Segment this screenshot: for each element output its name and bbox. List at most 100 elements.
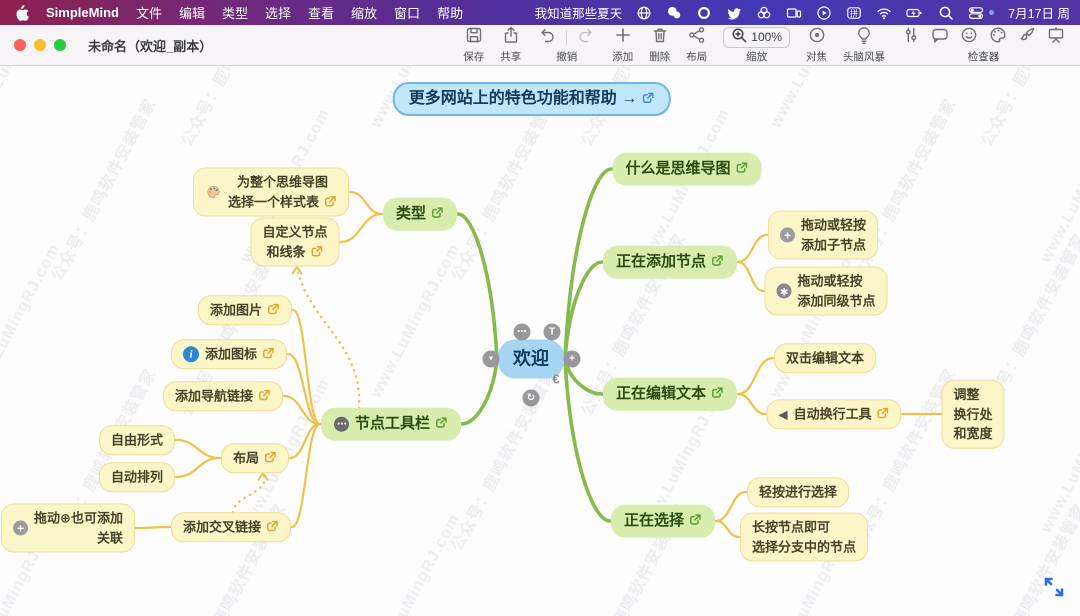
toolbar-save-button[interactable]: 保存 — [463, 27, 484, 64]
watermark-text: www.LuMingRJ.com — [1037, 105, 1080, 266]
divider — [566, 29, 568, 45]
node-customize[interactable]: 自定义节点 和线条 — [250, 217, 340, 267]
menu-item-5[interactable]: 缩放 — [351, 6, 378, 21]
close-window-button[interactable] — [14, 39, 26, 51]
watermark-text: 公众号：鹿鸣软件安装管家 — [448, 96, 560, 285]
node-adding[interactable]: 正在添加节点 — [602, 245, 738, 279]
mindmap-canvas[interactable]: www.LuMingRJ.com 公众号：鹿鸣软件安装管家 www.LuMingRJ… — [0, 27, 1080, 616]
node-addimage[interactable]: 添加图片 — [197, 295, 293, 325]
toolbar-add-button[interactable]: 添加 — [612, 27, 633, 64]
node-longpress[interactable]: 长按节点即可 选择分支中的节点 — [739, 512, 869, 562]
node-label: 为整个思维导图 选择一个样式表 — [228, 173, 337, 212]
wechat-icon[interactable] — [666, 5, 682, 21]
plus-circle-icon: + — [13, 520, 29, 536]
undo-icon[interactable] — [537, 25, 557, 50]
presentation-icon[interactable] — [1046, 25, 1066, 50]
node-dragplus[interactable]: +拖动⊕也可添加 关联 — [1, 503, 135, 553]
collapse-button[interactable]: ▼ — [482, 350, 500, 368]
redo-icon[interactable] — [576, 25, 596, 50]
menu-item-4[interactable]: 查看 — [308, 6, 335, 21]
node-autoarrange[interactable]: 自动排列 — [98, 462, 176, 492]
menu-item-3[interactable]: 选择 — [265, 6, 292, 21]
node-selecting[interactable]: 正在选择 — [610, 504, 716, 538]
sidecar-icon[interactable] — [786, 5, 802, 21]
zoom-level-control[interactable]: 100% — [723, 26, 790, 48]
smiley-icon[interactable] — [959, 25, 979, 50]
node-layoutnode[interactable]: 布局 — [220, 443, 290, 473]
info-circle-icon: i — [182, 346, 199, 362]
node-label: 正在添加节点 — [616, 251, 724, 274]
brush-icon[interactable] — [1017, 25, 1037, 50]
toolbar-label: 保存 — [463, 50, 485, 63]
control-center-icon[interactable] — [968, 5, 984, 21]
menu-bar-clock[interactable]: 7月17日 周 — [1008, 7, 1070, 21]
node-morehelp[interactable]: 更多网站上的特色功能和帮助 → — [392, 82, 672, 116]
expand-arrows-icon[interactable] — [1038, 571, 1070, 608]
save-icon — [464, 25, 484, 50]
node-addicon[interactable]: i 添加图标 — [170, 339, 288, 369]
wifi-icon[interactable] — [876, 5, 892, 21]
toolbar-layout-button[interactable]: 布局 — [686, 26, 707, 64]
node-tap[interactable]: 轻按进行选择 — [746, 477, 850, 507]
node-whatis[interactable]: 什么是思维导图 — [612, 152, 762, 186]
play-circle-icon[interactable] — [816, 5, 832, 21]
rings-icon[interactable] — [756, 5, 772, 21]
node-editing[interactable]: 正在编辑文本 — [602, 377, 738, 411]
watermark-text: www.LuMingRJ.com — [1037, 375, 1080, 536]
focus-icon — [807, 25, 827, 50]
menu-item-1[interactable]: 编辑 — [178, 6, 205, 21]
ring-icon[interactable] — [696, 5, 712, 21]
palette-icon — [205, 184, 222, 201]
apple-logo-icon[interactable] — [14, 4, 29, 21]
node-addsibling[interactable]: ∗拖动或轻按 添加同级节点 — [764, 266, 888, 316]
node-label: 双击编辑文本 — [785, 350, 865, 366]
minimize-window-button[interactable] — [34, 39, 46, 51]
text-style-button[interactable]: T — [543, 323, 561, 341]
menu-item-0[interactable]: 文件 — [135, 6, 162, 21]
node-label: 轻按进行选择 — [758, 484, 838, 500]
node-freeform[interactable]: 自由形式 — [98, 425, 176, 455]
tune-icon[interactable] — [901, 25, 921, 50]
node-doubleclick[interactable]: 双击编辑文本 — [773, 343, 877, 373]
node-label: 添加图标 — [205, 344, 275, 364]
input-method-status-text[interactable]: 我知道那些夏天 — [534, 7, 623, 21]
fullscreen-window-button[interactable] — [54, 39, 66, 51]
add-node-button[interactable]: + — [563, 350, 581, 368]
toolbar-zoom-button[interactable]: 100%缩放 — [723, 26, 790, 64]
traffic-lights — [14, 39, 66, 51]
node-toolbar[interactable]: ⋯节点工具栏 — [320, 407, 462, 441]
node-stylesheet[interactable]: 为整个思维导图 选择一个样式表 — [192, 167, 350, 217]
node-addchild[interactable]: +拖动或轻按 添加子节点 — [767, 210, 879, 260]
menu-item-7[interactable]: 帮助 — [437, 6, 464, 21]
twitter-icon[interactable] — [726, 5, 742, 21]
node-label: 节点工具栏 — [355, 413, 448, 436]
toolbar-label: 头脑风暴 — [843, 50, 885, 63]
menu-item-6[interactable]: 窗口 — [394, 6, 421, 21]
node-addcross[interactable]: 添加交叉链接 — [170, 512, 292, 542]
palette-icon[interactable] — [988, 25, 1008, 50]
node-type[interactable]: 类型 — [382, 197, 458, 231]
wordwrap-icon: ◀ — [778, 407, 788, 421]
menu-app-name[interactable]: SimpleMind — [46, 5, 119, 20]
toolbar-focus-button[interactable]: 对焦 — [806, 27, 827, 64]
relation-handle[interactable]: € — [552, 371, 560, 387]
more-options-button[interactable]: ⋯ — [513, 323, 531, 341]
speech-bubble-icon[interactable] — [930, 25, 950, 50]
search-icon[interactable] — [938, 5, 954, 21]
toolbar-brainstorm-button[interactable]: 头脑风暴 — [843, 26, 885, 64]
asterisk-circle-icon: ∗ — [776, 283, 792, 299]
menu-item-2[interactable]: 类型 — [221, 6, 248, 21]
history-button[interactable]: ↻ — [522, 389, 540, 407]
toolbar-inspector-button[interactable]: 检查器 — [901, 25, 1066, 64]
node-welcome[interactable]: 欢迎 — [498, 339, 564, 379]
battery-charging-icon[interactable] — [906, 5, 924, 21]
toolbar-undo-button[interactable]: 撤销 — [537, 27, 596, 64]
toolbar-delete-button[interactable]: 删除 — [649, 27, 670, 64]
node-addnav[interactable]: 添加导航链接 — [162, 381, 284, 411]
globe-icon[interactable] — [636, 5, 652, 21]
toolbar-share-button[interactable]: 共享 — [500, 26, 521, 64]
node-wordwrap[interactable]: ◀自动换行工具 — [766, 399, 902, 429]
pinyin-input-icon[interactable]: 拼 — [846, 5, 862, 21]
node-adjust[interactable]: 调整 换行处 和宽度 — [941, 379, 1005, 449]
watermark-text: www.LuMingRJ.com — [0, 240, 64, 401]
